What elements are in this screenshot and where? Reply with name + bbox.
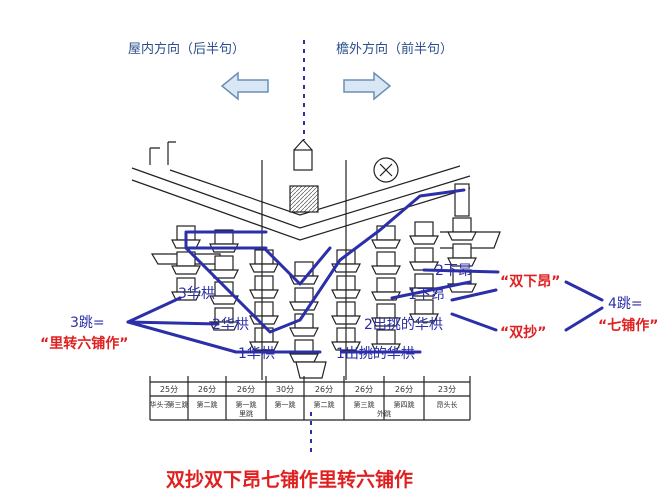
scale-measure: 26分	[198, 385, 216, 394]
label-chu-tiao-2: 2出挑的华栱	[364, 317, 443, 333]
dou-block	[254, 249, 274, 265]
dou-block	[376, 277, 396, 293]
gong-arm	[289, 353, 319, 363]
annotation-lines	[126, 188, 604, 354]
dou-block	[376, 303, 396, 319]
label-upper-ang-2: 2下昂	[435, 263, 472, 279]
scale-group-inner: 里跳	[239, 409, 253, 418]
dou-block	[254, 301, 274, 317]
scale-measure: 26分	[395, 385, 413, 394]
label-upper-ang-1: 1下昂	[408, 287, 445, 303]
dou-block	[414, 247, 434, 263]
gong-arm	[371, 239, 401, 249]
label-chu-tiao-1: 1出挑的华栱	[336, 346, 415, 362]
gong-arm	[289, 327, 319, 337]
gong-arm	[249, 341, 279, 351]
right-direction-label: 檐外方向（前半句）	[336, 41, 453, 57]
dou-block	[452, 243, 472, 259]
dou-block	[414, 221, 434, 237]
gong-arm	[371, 317, 401, 327]
label-hua-gong-3: 3华栱	[178, 286, 215, 302]
scale-sub-label: 第三跳	[354, 400, 375, 409]
label-four-tiao: 4跳=	[608, 296, 643, 312]
gong-arm	[249, 289, 279, 299]
gong-arm	[447, 231, 477, 241]
label-outer-seven: “七铺作”	[598, 317, 658, 334]
gong-arm	[171, 265, 201, 275]
gong-arm	[371, 265, 401, 275]
scale-sub-label: 第三跳	[168, 400, 189, 409]
gong-arm	[447, 257, 477, 267]
label-double-ang: “双下昂”	[500, 274, 560, 290]
scale-measure: 30分	[276, 385, 294, 394]
scale-sub-label: 第四跳	[394, 400, 415, 409]
label-inner-six: “里转六铺作”	[40, 335, 128, 352]
dou-block	[214, 255, 234, 271]
gong-arm	[289, 301, 319, 311]
dou-block	[376, 225, 396, 241]
gong-arm	[249, 263, 279, 273]
gong-arm	[409, 313, 439, 323]
gong-arm	[209, 295, 239, 305]
label-three-tiao: 3跳=	[70, 315, 105, 331]
scale-measure: 23分	[438, 385, 456, 394]
scale-measure: 26分	[315, 385, 333, 394]
label-hua-gong-2: 2华栱	[212, 317, 249, 333]
label-hua-gong-1: 1华栱	[238, 346, 275, 362]
left-direction-label: 屋内方向（后半句）	[128, 41, 245, 57]
scale-sub-label: 第二跳	[314, 400, 335, 409]
label-double-chao: “双抄”	[500, 324, 546, 341]
scale-group-outer: 外跳	[377, 409, 391, 418]
dou-block	[294, 287, 314, 303]
gong-arm	[409, 235, 439, 245]
scale-sub-label: 第二跳	[197, 400, 218, 409]
scale-measure: 26分	[355, 385, 373, 394]
left-direction-arrow-icon	[220, 71, 269, 101]
diagram-title: 双抄双下昂七铺作里转六铺作	[166, 468, 413, 491]
scale-measure: 26分	[237, 385, 255, 394]
bracket-drawing	[131, 139, 501, 380]
dou-block	[254, 327, 274, 343]
right-direction-arrow-icon	[343, 71, 392, 101]
scale-sub-label: 第一跳	[236, 400, 257, 409]
dou-block	[376, 251, 396, 267]
dou-block	[452, 217, 472, 233]
scale-measure: 25分	[160, 385, 178, 394]
dou-block	[254, 275, 274, 291]
scale-sub-label: 华头子	[150, 400, 171, 409]
scale-sub-label: 第一跳	[275, 400, 296, 409]
dou-block	[414, 273, 434, 289]
scale-sub-label: 昂头长	[437, 400, 458, 409]
